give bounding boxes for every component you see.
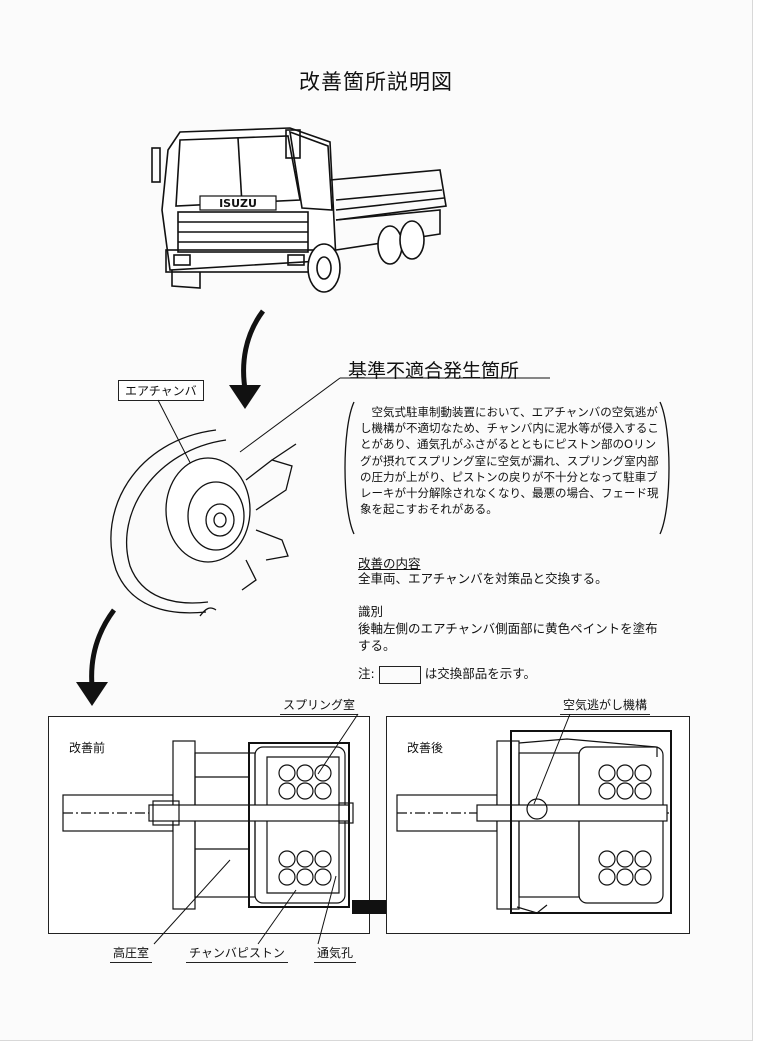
after-chamber-diagram bbox=[396, 730, 672, 914]
identification-text: 後軸左側のエアチャンバ側面部に黄色ペイントを塗布する。 bbox=[358, 621, 658, 653]
wheel-brake-illustration bbox=[110, 429, 297, 617]
before-label: 改善前 bbox=[69, 741, 106, 755]
before-diagram-panel: 改善前 bbox=[48, 716, 370, 934]
description-brackets bbox=[344, 401, 670, 535]
problem-heading: 基準不適合発生箇所 bbox=[348, 360, 520, 382]
replaced-part-legend-box bbox=[378, 665, 421, 684]
problem-description: 空気式駐車制動装置において、エアチャンバの空気逃がし機構が不適切なため、チャンバ… bbox=[360, 405, 659, 517]
curved-arrow-icon bbox=[229, 309, 266, 409]
callout-air-relief: 空気逃がし機構 bbox=[560, 696, 651, 715]
air-chamber-label: エアチャンバ bbox=[118, 380, 204, 401]
document-page: 改善箇所説明図 bbox=[0, 0, 753, 1041]
note-line: 注: は交換部品を示す。 bbox=[358, 665, 536, 684]
before-chamber-diagram bbox=[62, 740, 354, 910]
after-diagram-panel: 改善後 bbox=[386, 716, 690, 934]
heading-leader-line bbox=[239, 377, 550, 453]
truck-logo: ISUZU bbox=[219, 197, 257, 210]
callout-high-pressure-chamber: 高圧室 bbox=[110, 944, 153, 963]
curved-arrow-2-icon bbox=[76, 608, 117, 706]
callout-chamber-piston: チャンバピストン bbox=[186, 944, 288, 963]
callout-vent-hole: 通気孔 bbox=[314, 944, 357, 963]
callout-spring-chamber: スプリング室 bbox=[280, 696, 359, 715]
after-label: 改善後 bbox=[407, 741, 444, 755]
document-title: 改善箇所説明図 bbox=[299, 70, 453, 94]
truck-illustration: ISUZU bbox=[151, 127, 447, 293]
improvement-text: 全車両、エアチャンバを対策品と交換する。 bbox=[358, 571, 608, 586]
identification-title: 識別 bbox=[358, 604, 384, 619]
improvement-title: 改善の内容 bbox=[358, 556, 421, 571]
note-suffix: は交換部品を示す。 bbox=[424, 666, 536, 681]
before-callout-leaders bbox=[153, 713, 359, 945]
after-callout-leader bbox=[533, 713, 571, 805]
note-prefix: 注: bbox=[358, 666, 375, 681]
